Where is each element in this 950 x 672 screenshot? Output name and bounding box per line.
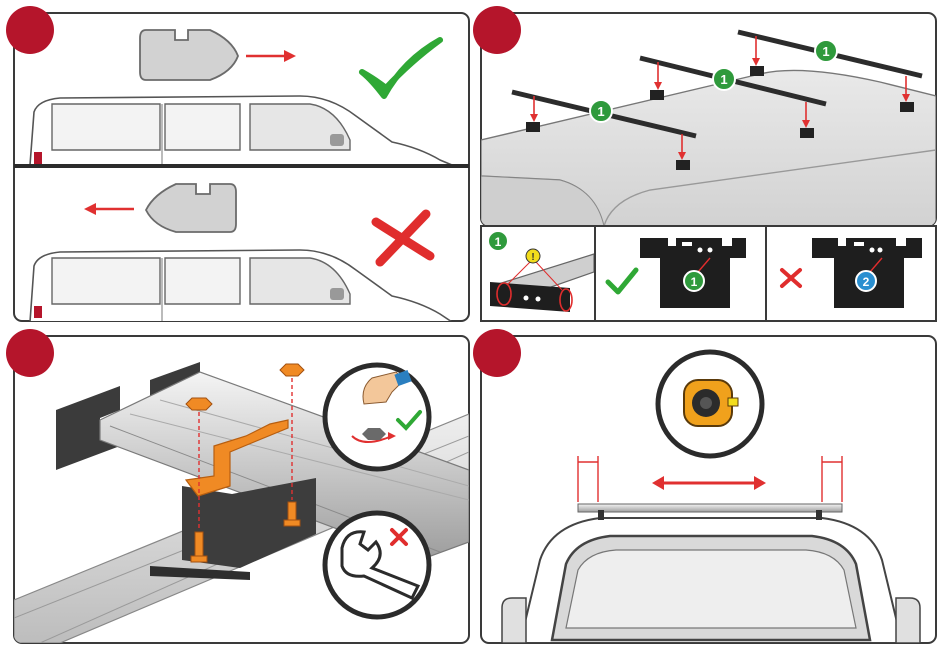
panel-step-2-wrong: 2	[766, 226, 936, 321]
badge-bar-rear-label: 1	[822, 44, 829, 59]
mirror-left	[502, 598, 526, 643]
panel-step-4	[473, 329, 936, 643]
badge-wrong-label: 2	[863, 275, 870, 289]
inset-tape-measure	[658, 352, 762, 456]
badge-bar-front-label: 1	[597, 104, 604, 119]
mirror-right	[896, 598, 920, 643]
badge-bar-middle-label: 1	[720, 72, 727, 87]
panel-step-2: 1 1 1	[473, 6, 936, 226]
panel-step-1	[6, 6, 469, 322]
inset-no-wrench	[325, 513, 429, 617]
tape-measure-icon	[684, 380, 738, 426]
load-bar-rear-view	[578, 504, 842, 512]
badge-detail-label: 1	[495, 235, 502, 249]
badge-correct-label: 1	[691, 275, 698, 289]
inset-hand-tighten	[325, 365, 429, 469]
foot-profile-correct	[140, 30, 238, 80]
panel-step-3	[6, 329, 469, 643]
nut-floating	[280, 364, 304, 376]
step-badge-2	[473, 6, 521, 54]
step-badge-3	[6, 329, 54, 377]
nut-top-left	[186, 398, 212, 410]
step-badge-1	[6, 6, 54, 54]
panel-step-2-correct: 1	[595, 226, 766, 321]
svg-text:!: !	[531, 252, 534, 263]
step-badge-4	[473, 329, 521, 377]
panel-step-2-detail: ! 1	[481, 226, 595, 321]
